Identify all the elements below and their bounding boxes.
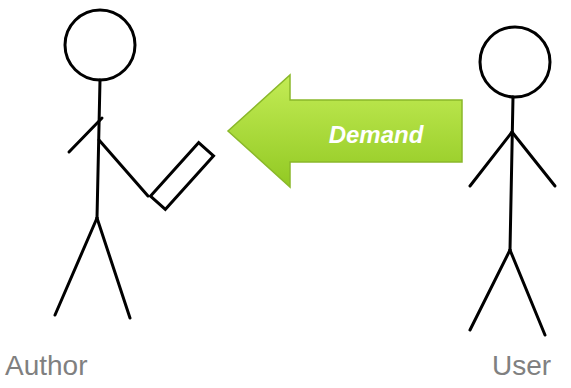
stick-figure-node: Author xyxy=(0,0,228,388)
figure-limb xyxy=(510,97,513,250)
stick-figure xyxy=(462,0,571,388)
handheld-device xyxy=(150,143,213,210)
figure-limb xyxy=(99,140,148,196)
stick-figure xyxy=(0,0,228,388)
figure-limb xyxy=(470,250,510,330)
stick-figure-node: User xyxy=(462,0,571,388)
figure-limb xyxy=(97,218,130,318)
figure-label: Author xyxy=(5,352,88,380)
figure-limb xyxy=(512,132,555,186)
figure-limb xyxy=(470,132,512,186)
figure-label: User xyxy=(492,352,551,380)
figure-head xyxy=(480,27,550,97)
arrow-label: Demand xyxy=(329,123,424,147)
figure-limb xyxy=(69,118,102,152)
block-arrow xyxy=(228,75,462,187)
figure-head xyxy=(65,10,135,80)
figure-limb xyxy=(97,80,100,218)
figure-limb xyxy=(510,250,545,335)
figure-limb xyxy=(55,218,97,315)
